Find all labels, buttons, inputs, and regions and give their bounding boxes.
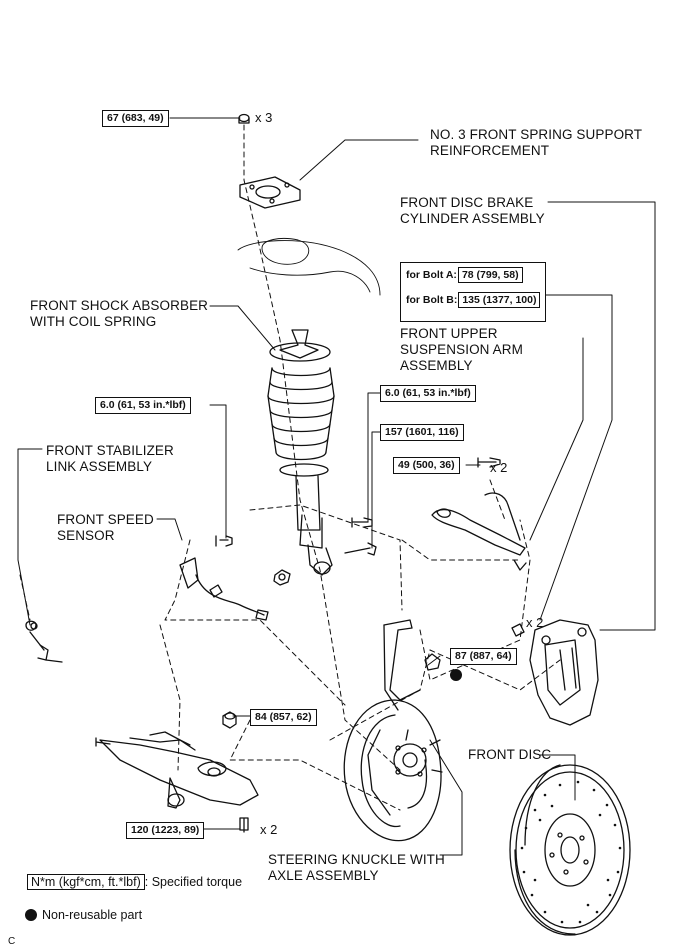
legend-nonreusable-text: Non-reusable part [42,908,143,922]
shock-absorber [267,329,335,576]
torque-49: 49 (500, 36) [393,457,460,474]
bolt-a-value: 78 (799, 58) [457,267,523,283]
body-tower [237,237,381,296]
leader-lines [17,117,656,856]
brake-caliper [511,619,599,726]
figure-code: C [8,936,16,947]
disc-drill-holes [520,780,622,924]
legend-torque-text: : Specified torque [144,875,243,889]
legend-torque-box: N*m (kgf*cm, ft.*lbf) [27,874,145,890]
bolt-b-value: 135 (1377, 100) [458,292,541,308]
torque-120: 120 (1223, 89) [126,822,205,839]
legend-torque: N*m (kgf*cm, ft.*lbf): Specified torque [27,874,243,890]
qty-67: x 3 [255,110,273,125]
lower-arm [95,731,259,809]
bolt-a-row: for Bolt A:78 (799, 58) [406,267,523,283]
speed-sensor [179,535,269,621]
legend-nonreusable: Non-reusable part [25,908,142,922]
stabilizer-link [25,620,63,663]
upper-arm [431,457,527,571]
bolt-b-label: for Bolt B: [406,294,458,306]
qty-120: x 2 [260,822,278,837]
dust-shield [343,699,443,842]
spring-support-plate [239,176,301,209]
lower-nuts [222,711,249,833]
torque-84: 84 (857, 62) [250,709,317,726]
bolt-a-label: for Bolt A: [406,269,457,281]
label-front-disc: FRONT DISC [468,747,552,762]
qty-49: x 2 [490,460,508,475]
torque-87: 87 (887, 64) [450,648,517,665]
steering-knuckle [383,619,441,711]
bolt-b-row: for Bolt B:135 (1377, 100) [406,292,541,308]
nonreusable-dot-icon [25,909,37,921]
torque-67: 67 (683, 49) [102,110,169,127]
upper-nut [238,113,250,124]
torque-6-0-sensor: 6.0 (61, 53 in.*lbf) [95,397,191,414]
torque-157: 157 (1601, 116) [380,424,464,441]
front-disc [509,764,631,936]
shock-bolts [273,517,377,586]
torque-6-0-bracket: 6.0 (61, 53 in.*lbf) [380,385,476,402]
caliper-bolt-torque-box: for Bolt A:78 (799, 58) for Bolt B:135 (… [400,262,546,322]
qty-caliper: x 2 [526,615,544,630]
nonreusable-mark [450,669,462,681]
